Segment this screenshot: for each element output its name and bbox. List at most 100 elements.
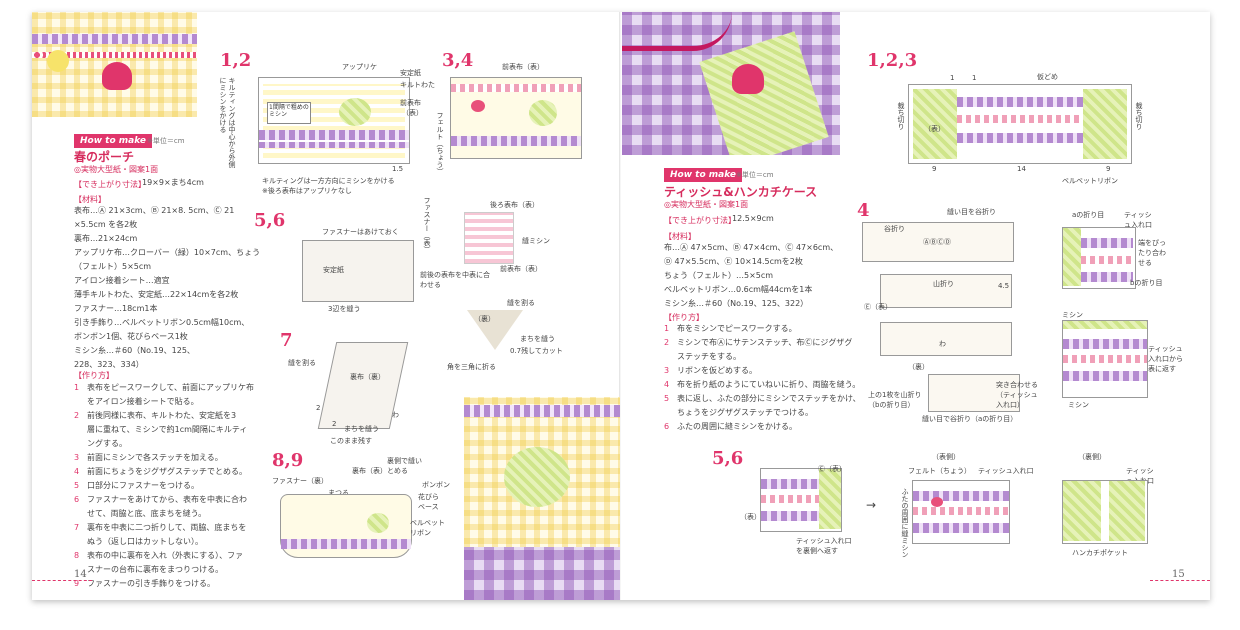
clover-applique [529,100,557,126]
label-gusset-2: まちを縫う [520,335,555,343]
pattern-note-right: ◎実物大型紙・図案1面 [664,200,749,209]
label-1a: 1 [950,74,955,82]
diagram-5-6a [760,468,842,532]
page-number-right: 15 [1172,569,1185,580]
finished-heading-right: 【でき上がり寸法】 [664,216,736,225]
diagram-1-2-3 [908,84,1132,164]
clover-applique [339,98,371,126]
quilt-side-note: キルティングは中心から外側にミシンをかける [219,77,236,168]
materials-item: 228、323、334） [74,360,144,369]
diagram-4d [928,374,1020,412]
label-back-outer: 後ろ表布（表） [490,201,539,209]
label-tanioori: 谷折り [884,225,905,233]
diagram-3-4 [450,77,582,159]
step-label-4: 4 [857,200,870,221]
label-stabilizer-2: 安定紙 [323,266,344,274]
label-applique: アップリケ [342,63,377,71]
finished-size-right: 12.5×9cm [732,214,774,223]
steps-heading-right: 【作り方】 [664,313,704,322]
steps-heading: 【作り方】 [74,371,114,380]
page-footer-line-right [1150,580,1210,581]
materials-item: （フェルト）5×5cm [74,262,152,271]
label-petal: 花びらベース [418,493,439,511]
materials-item: 裏布…21×24cm [74,234,138,243]
label-front-34: 前表布（表） [502,63,544,71]
label-cut-left: 裁ち切り [897,102,905,130]
diagram-4b: 山折り [880,274,1012,308]
label-omote: （表） [924,125,945,133]
label-cut-07: 0.7残してカット [510,347,563,355]
unit-note: ※単位＝cm [147,137,185,145]
label-turn-back: ティッシュ入れ口を裏側へ返す [796,537,852,555]
label-ura: （裏） [908,363,929,371]
interval-note: 1間隔で粗めのミシン [267,102,311,124]
materials-item: アップリケ布…クローバー（緑）10×7cm、ちょう [74,248,261,257]
label-a-fold: aの折り目 [1072,211,1105,219]
materials-item: ミシン糸…＃60（No.19、125、 [74,346,195,355]
label-lining-table: 裏布（表） [352,467,387,475]
label-fold-triangle: 角を三角に折る [447,363,496,371]
label-machine: ミシン [1062,311,1083,319]
diagram-1-2: 1間隔で粗めのミシン [258,77,410,164]
label-gusset-3: まちを縫う [344,425,379,433]
label-turn: ティッシュ入れ口から表に返す [1148,345,1183,373]
pouch-photo-top [32,12,197,117]
step-label-1-2: 1,2 [220,50,252,71]
ribbon-decoration [622,12,732,51]
label-14: 14 [1017,165,1026,173]
page-number-left: 14 [74,569,87,580]
fabric-sample [464,212,514,264]
page-footer-line-left [32,580,92,581]
label-cut-right: 裁ち切り [1135,102,1143,130]
label-zip-back: ファスナー（裏） [272,477,328,485]
label-9a: 9 [932,165,937,173]
label-edge-stitch: ふたの周囲に縫ミシン [901,488,909,558]
label-front-outer: 前表布 [400,99,421,107]
materials-item: ボンボン1個、花びらベース1枚 [74,332,188,341]
label-seam-valley: 縫い目で谷折り（aの折り目） [922,415,1018,423]
unit-note-right: ※単位＝cm [736,171,774,179]
label-sew-3: 3辺を縫う [328,305,361,313]
label-4-5: 4.5 [998,282,1010,290]
materials-item: 薄手キルトわた、安定紙…22×14cmを各2枚 [74,290,239,299]
label-tack: 仮どめ [1037,73,1058,81]
label-seam-tani: 縫い目を谷折り [947,208,996,216]
materials-heading: 【材料】 [74,195,106,204]
label-tissue-in: ティッシュ入れ口 [1124,211,1152,229]
materials-item: 引き手飾り…ベルベットリボン0.5cm幅10cm、 [74,318,250,327]
diagram-5-6b [912,480,1010,544]
label-velvet: ベルベットリボン [410,519,445,537]
diagram-8-9 [280,494,412,558]
label-butt: 突き合わせる（ティッシュ入れ口） [996,381,1038,409]
diagram-4a: ⒶⒷⒸⒹ [862,222,1014,262]
materials-list-right: 布…Ⓐ 47×5cm、Ⓑ 47×4cm、Ⓒ 47×6cm、 Ⓓ 47×5.5cm… [664,241,838,311]
materials-item: ベルベットリボン…0.6cm幅44cmを1本 [664,285,813,294]
label-felt-b: フェルト（ちょう） [908,467,971,475]
label-front-outer-2: （表） [402,109,423,117]
finished-size: 19×9×まち4cm [142,178,204,187]
label-dim-1-5: 1.5 [392,165,404,173]
materials-item: Ⓓ 47×5.5cm、Ⓔ 10×14.5cmを2枚 [664,257,803,266]
label-yamaori: 山折り [933,280,954,288]
label-wa: わ [392,411,399,419]
materials-item: ×5.5cm を各2枚 [74,220,138,229]
materials-item: ファスナー…18cm1本 [74,304,158,313]
step-item: 層に重ねて、ミシンで約1cm間隔にキルティ [87,425,248,434]
step-item: せて、両脇と底、底まちを縫う。 [87,509,207,518]
clover-applique [367,513,389,533]
label-zip-open: ファスナーはあけておく [322,228,399,236]
label-e-front: Ⓔ（表） [864,303,892,311]
